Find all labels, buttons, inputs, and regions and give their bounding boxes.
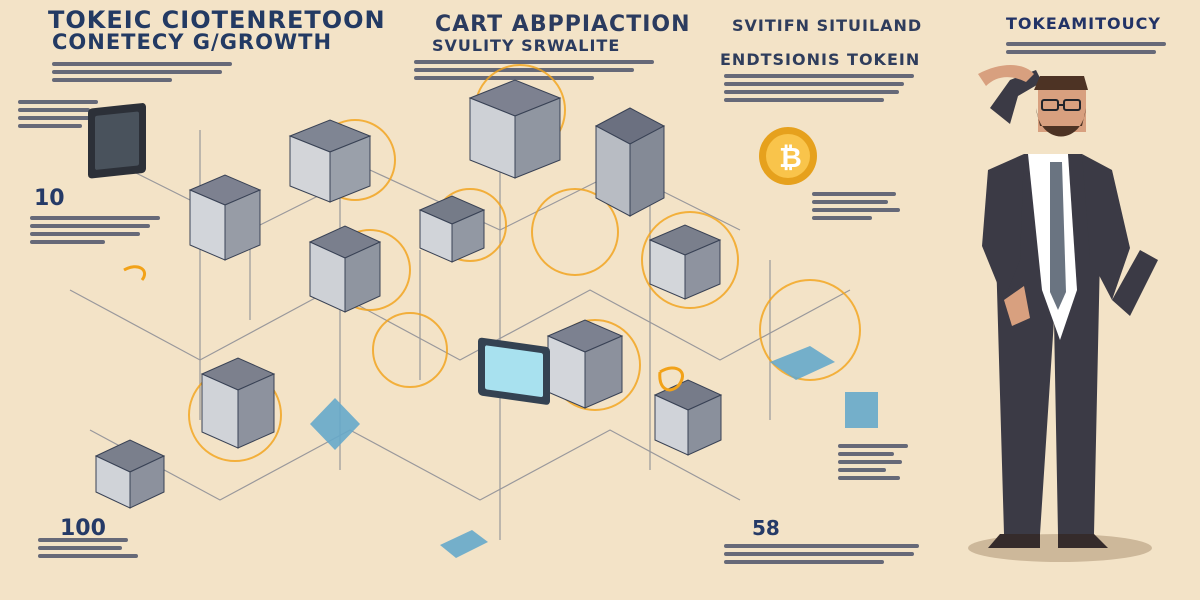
left-side-text-block (18, 96, 128, 132)
right-bottom-text-block (724, 540, 934, 568)
center-title: CART ABPPIACTION (435, 12, 691, 37)
left-mid-text-block (30, 212, 170, 248)
number-badge-10: 10 (34, 186, 65, 211)
right-title-line-2: ENDTSIONIS TOKEIN (720, 50, 921, 69)
right-mid-text-block (812, 188, 912, 224)
bitcoin-coin-icon: ₿ (759, 127, 817, 185)
number-badge-58: 58 (752, 516, 780, 540)
right-title-line-1: SVITIFN SITUILAND (732, 16, 923, 35)
center-subtitle: SVULITY SRWALITE (432, 36, 621, 55)
number-badge-100: 100 (60, 516, 106, 541)
main-title-line-1: TOKEIC CIOTENRETOON (48, 6, 386, 34)
right-top-text-block (724, 70, 924, 106)
left-bottom-text-block (38, 534, 158, 562)
left-top-text-block (52, 58, 242, 86)
svg-text:₿: ₿ (779, 141, 802, 174)
far-right-title: TOKEAMITOUCY (1006, 14, 1161, 33)
right-lower-text-block (838, 440, 928, 484)
far-right-text-block (1006, 38, 1176, 58)
monitor-icon (88, 103, 146, 179)
main-title-line-2: CONETECY G/GROWTH (52, 30, 333, 54)
center-top-text-block (414, 56, 664, 84)
